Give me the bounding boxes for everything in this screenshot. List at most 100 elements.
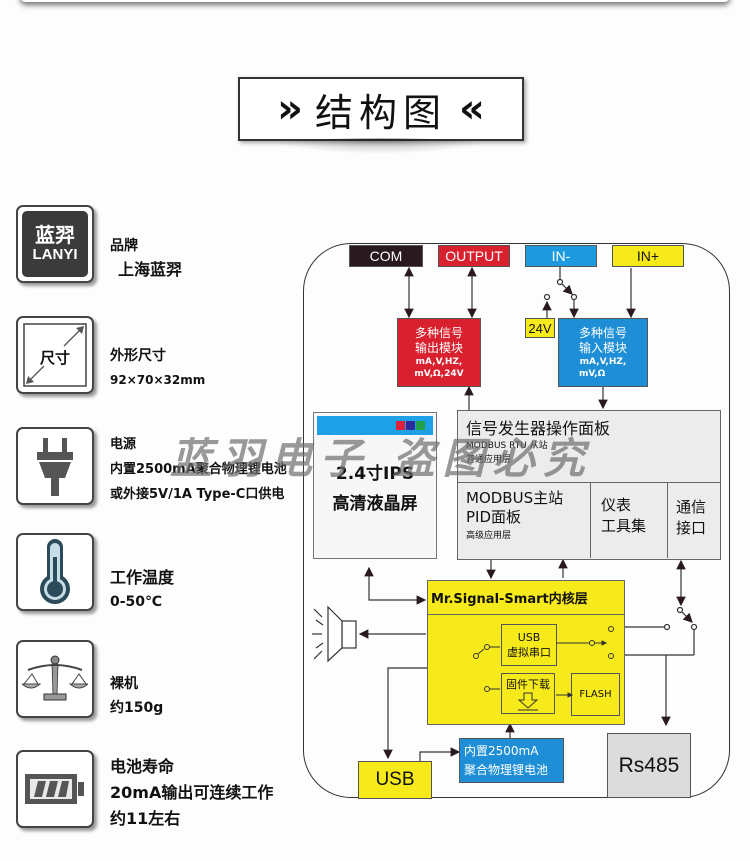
title-shadow	[270, 138, 490, 154]
title-text: 结构图	[314, 90, 447, 135]
panel-line: PID面板	[466, 508, 522, 526]
panel-sub: MODBUS RTU 从站	[466, 441, 548, 451]
lcd-line: 2.4寸IPS	[335, 464, 415, 484]
dimension-icon: 尺寸	[16, 316, 94, 394]
feature-temperature	[16, 533, 94, 611]
flash-label: FLASH	[579, 689, 612, 700]
module-sub: mV,Ω	[579, 368, 606, 379]
feature-title: 裸机	[110, 676, 138, 692]
core-title: Mr.Signal-Smart内核层	[428, 581, 624, 615]
feature-value: 约11左右	[110, 809, 181, 828]
feature-battery-text: 电池寿命 20mA输出可连续工作 约11左右	[110, 754, 273, 832]
rs485-port: Rs485	[607, 733, 691, 798]
battery-line: 内置2500mA	[464, 744, 539, 758]
feature-dimension-text: 外形尺寸 92×70×32mm	[110, 344, 205, 392]
lcd-dot-blue	[406, 421, 415, 430]
feature-title: 电源	[110, 437, 137, 452]
section-title: » 结构图 «	[238, 77, 524, 141]
panel-line: 通信	[676, 498, 707, 516]
terminal-label: COM	[369, 248, 403, 264]
scale-icon	[16, 640, 94, 718]
comm-panel: 通信 接口	[668, 483, 720, 558]
feature-title: 工作温度	[110, 568, 175, 587]
panel-line: 工具集	[601, 517, 647, 535]
speaker-icon	[312, 605, 357, 663]
terminal-label: IN-	[551, 248, 571, 264]
thermometer-icon	[16, 533, 94, 611]
terminal-com: COM	[349, 245, 423, 267]
module-sub: mA,V,HZ,	[579, 356, 627, 367]
feature-title: 电池寿命	[110, 757, 175, 776]
dimension-icon-text: 尺寸	[40, 349, 70, 367]
usb-vcom-line: 虚拟串口	[507, 646, 551, 659]
v24-label: 24V	[525, 318, 555, 338]
feature-weight-text: 裸机 约150g	[110, 672, 163, 720]
feature-value: 内置2500mA聚合物理锂电池	[110, 462, 287, 477]
output-module: 多种信号 输出模块 mA,V,HZ, mV,Ω,24V	[397, 318, 481, 387]
terminal-label: OUTPUT	[445, 248, 503, 264]
feature-value: 上海蓝羿	[118, 260, 183, 279]
feature-dimension: 尺寸	[16, 316, 94, 394]
feature-brand-text: 品牌 上海蓝羿	[110, 234, 182, 282]
feature-power-text: 电源 内置2500mA聚合物理锂电池 或外接5V/1A Type-C口供电	[110, 432, 287, 507]
input-module: 多种信号 输入模块 mA,V,HZ, mV,Ω	[558, 318, 648, 387]
panel-title: 信号发生器操作面板	[466, 419, 611, 438]
master-panel: MODBUS主站 PID面板 高级应用层	[458, 483, 591, 558]
battery-line: 聚合物理锂电池	[464, 763, 549, 777]
lcd-dot-red	[396, 421, 405, 430]
diagram-frame	[303, 243, 730, 798]
logo-en: LANYI	[32, 246, 78, 263]
module-line: 多种信号	[414, 325, 463, 340]
feature-brand: 蓝羿 LANYI	[16, 205, 94, 283]
terminal-in-minus: IN-	[525, 245, 597, 267]
battery-module: 内置2500mA 聚合物理锂电池	[459, 738, 564, 783]
feature-value: 约150g	[110, 700, 164, 716]
usb-port-label: USB	[375, 769, 415, 790]
feature-value: 0-50℃	[110, 594, 162, 610]
top-banner-edge	[20, 0, 730, 2]
module-sub: mV,Ω,24V	[414, 368, 464, 379]
panel-sub: 普通应用层	[466, 455, 512, 465]
feature-temperature-text: 工作温度 0-50℃	[110, 566, 174, 614]
watermark: 蓝羽电子 盗图必究	[170, 434, 593, 483]
module-sub: mA,V,HZ,	[415, 356, 463, 367]
lcd-dot-green	[416, 421, 425, 430]
feature-value: 或外接5V/1A Type-C口供电	[110, 487, 285, 502]
plug-icon	[16, 427, 94, 505]
core-layer: Mr.Signal-Smart内核层 USB 虚拟串口 固件下载 FLASH	[427, 580, 625, 725]
feature-title: 品牌	[110, 238, 138, 254]
panel-line: 仪表	[601, 496, 632, 514]
feature-power	[16, 427, 94, 505]
usb-vcom-line: USB	[517, 631, 541, 644]
firmware-box: 固件下载	[501, 673, 555, 714]
feature-title: 外形尺寸	[110, 348, 166, 364]
double-chevron-right-icon: »	[277, 86, 303, 132]
usb-vcom-box: USB 虚拟串口	[501, 624, 557, 666]
usb-port: USB	[358, 761, 432, 799]
download-arrow-icon	[517, 692, 539, 711]
battery-icon	[16, 750, 94, 828]
operation-panel: 信号发生器操作面板 MODBUS RTU 从站 普通应用层 MODBUS主站 P…	[457, 410, 721, 560]
feature-weight	[16, 640, 94, 718]
terminal-output: OUTPUT	[438, 245, 510, 267]
panel-line: MODBUS主站	[466, 489, 564, 507]
lcd-title-bar	[317, 416, 433, 435]
module-line: 多种信号	[578, 325, 627, 340]
rs485-label: Rs485	[618, 753, 680, 777]
feature-battery	[16, 750, 94, 828]
brand-logo-icon: 蓝羿 LANYI	[16, 205, 94, 283]
tools-panel: 仪表 工具集	[591, 483, 668, 558]
logo-cn: 蓝羿	[35, 223, 75, 247]
lcd-to-core	[364, 566, 427, 605]
core-switches	[473, 626, 614, 698]
feature-value: 92×70×32mm	[110, 373, 206, 387]
double-chevron-left-icon: «	[459, 86, 485, 132]
terminal-in-plus: IN+	[612, 245, 684, 267]
lcd-line: 高清液晶屏	[332, 494, 418, 514]
panel-sub: 高级应用层	[466, 531, 512, 541]
lcd-screen: 2.4寸IPS 高清液晶屏	[313, 412, 437, 559]
terminal-label: IN+	[636, 248, 660, 264]
panel-line: 接口	[676, 519, 707, 537]
v24-text: 24V	[528, 320, 552, 336]
firmware-label: 固件下载	[506, 678, 550, 691]
